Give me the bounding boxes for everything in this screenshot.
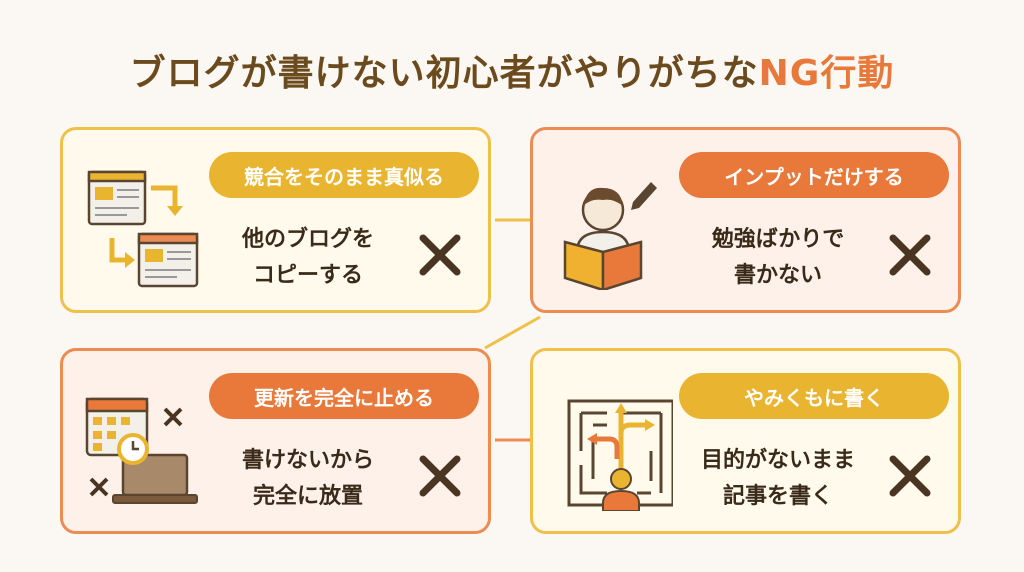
ng-tag: 競合をそのまま真似る — [209, 152, 479, 198]
calendar-laptop-icon — [85, 397, 198, 504]
ng-description: 書けないから完全に放置 — [203, 443, 413, 515]
ng-card-input-only: インプットだけする 勉強ばかりで書かない — [530, 127, 961, 313]
title-main: ブログが書けない初心者がやりがちな — [129, 53, 759, 94]
desc-line: 書かない — [733, 263, 822, 288]
ng-card-stop-updating: 更新を完全に止める 書けないから完全に放置 — [60, 348, 491, 534]
ng-description: 目的がないまま記事を書く — [673, 443, 883, 515]
cross-mark-icon — [419, 234, 461, 276]
desc-line: 完全に放置 — [252, 484, 363, 509]
desc-line: 他のブログを — [241, 227, 374, 252]
ng-tag: インプットだけする — [679, 152, 949, 198]
cross-mark-icon — [889, 234, 931, 276]
desc-line: 記事を書く — [722, 484, 833, 509]
ng-card-copy: 競合をそのまま真似る 他のブログをコピーする — [60, 127, 491, 313]
ng-tag: 更新を完全に止める — [209, 373, 479, 419]
ng-card-write-aimlessly: やみくもに書く 目的がないまま記事を書く — [530, 348, 961, 534]
page-title: ブログが書けない初心者がやりがちなNG行動 — [0, 44, 1024, 96]
desc-line: 勉強ばかりで — [711, 227, 845, 252]
ng-tag: やみくもに書く — [679, 373, 949, 419]
person-reading-icon — [563, 182, 657, 290]
desc-line: コピーする — [252, 263, 363, 288]
ng-description: 勉強ばかりで書かない — [673, 222, 883, 294]
ng-description: 他のブログをコピーする — [203, 222, 413, 294]
cross-mark-icon — [889, 455, 931, 497]
copy-pages-icon — [87, 170, 199, 288]
maze-person-icon — [567, 399, 673, 511]
desc-line: 目的がないまま — [700, 448, 855, 473]
desc-line: 書けないから — [241, 448, 374, 473]
cross-mark-icon — [419, 455, 461, 497]
title-accent: NG行動 — [758, 53, 895, 94]
